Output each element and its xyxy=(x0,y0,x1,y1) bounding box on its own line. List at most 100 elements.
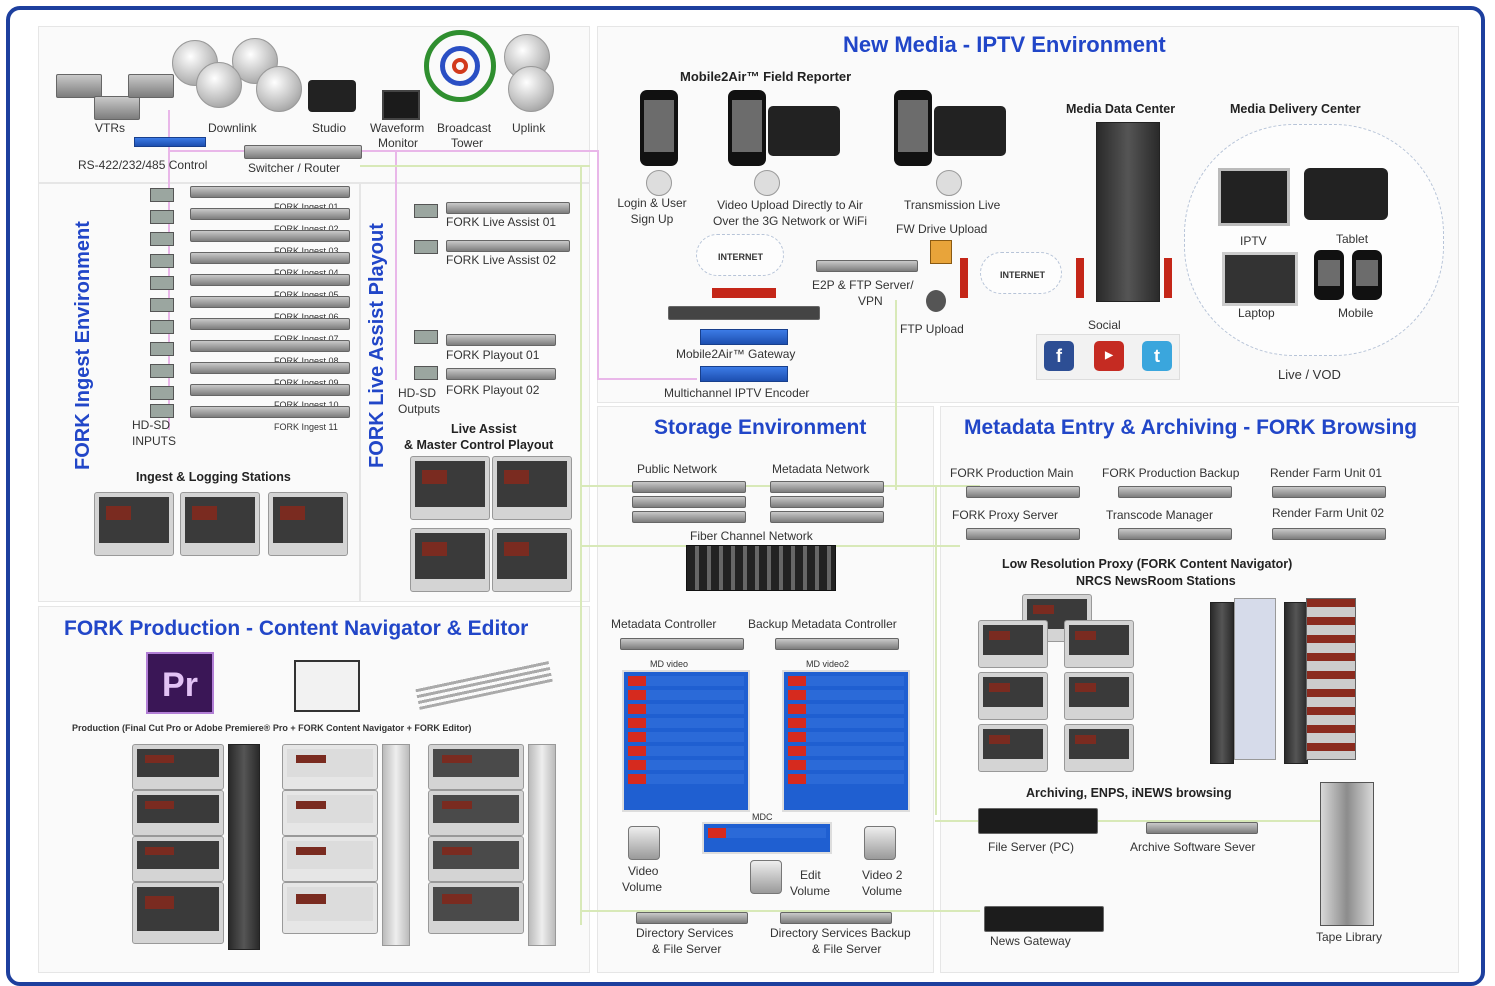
tower-label: Tower xyxy=(451,136,484,150)
ingest-input-icon xyxy=(150,210,174,224)
upload-label: Video Upload Directly to Air xyxy=(717,198,863,212)
delivery-cloud xyxy=(1184,124,1444,356)
playout-server xyxy=(446,368,556,380)
vtr-device xyxy=(128,74,174,98)
edit-volume-label: Edit xyxy=(800,868,821,882)
network-wire xyxy=(935,820,1335,822)
broadcast-tower-icon xyxy=(424,30,496,102)
nrcs-tower xyxy=(1210,602,1234,764)
fw-drive-icon xyxy=(930,240,952,264)
delivery-center-label: Media Delivery Center xyxy=(1230,102,1361,116)
network-switch xyxy=(668,306,820,320)
network-wire xyxy=(895,300,897,490)
edit-station-monitor xyxy=(282,744,378,790)
patch-wire xyxy=(168,110,170,430)
ingest-title: FORK Ingest Environment xyxy=(72,221,94,470)
tablet-label: Tablet xyxy=(1336,232,1369,246)
ingest-label: FORK Ingest 01 xyxy=(274,202,339,212)
nrcs-screen xyxy=(1234,598,1276,760)
internet-cloud-icon xyxy=(980,252,1062,294)
metadata-switch xyxy=(770,496,884,508)
mdc-label: MDC xyxy=(752,812,773,822)
live-assist-01-label: FORK Live Assist 01 xyxy=(446,215,557,229)
ingest-label: FORK Ingest 04 xyxy=(274,268,339,278)
firewall-icon xyxy=(1164,258,1172,298)
ingest-label: FORK Ingest 05 xyxy=(274,290,339,300)
uplink-dish-icon xyxy=(508,66,554,112)
twitter-icon: t xyxy=(1142,341,1172,371)
switcher-router xyxy=(244,145,362,159)
facebook-icon: f xyxy=(1044,341,1074,371)
e2p-label: VPN xyxy=(858,294,883,308)
edit-station-monitor xyxy=(132,744,224,790)
edit-volume-label: Volume xyxy=(790,884,831,898)
youtube-icon: ▶ xyxy=(1094,341,1124,371)
ingest-input-icon xyxy=(150,364,174,378)
directory-backup-label: Directory Services Backup xyxy=(770,926,911,940)
md-controller-label: Metadata Controller xyxy=(611,617,717,631)
archive-server-label: Archive Software Sever xyxy=(1130,840,1256,854)
e2p-label: E2P & FTP Server/ xyxy=(812,278,914,292)
ingest-server xyxy=(190,186,350,198)
studio-camera-icon xyxy=(308,80,356,112)
ingest-station-monitor xyxy=(268,492,348,556)
directory-label: & File Server xyxy=(652,942,722,956)
live-assist-02-label: FORK Live Assist 02 xyxy=(446,253,557,267)
internet-cloud-icon xyxy=(696,234,784,276)
file-server-label: File Server (PC) xyxy=(988,840,1075,854)
user-icon xyxy=(936,170,962,196)
phone-login-icon xyxy=(640,90,678,166)
patch-wire xyxy=(597,378,697,380)
edit-station-monitor xyxy=(132,790,224,836)
transmission-label: Transmission Live xyxy=(904,198,1001,212)
ingest-input-icon xyxy=(150,254,174,268)
ingest-input-icon xyxy=(150,342,174,356)
ingest-input-icon xyxy=(150,320,174,334)
satellite-dish-icon xyxy=(196,62,242,108)
phone-transmission-icon xyxy=(894,90,932,166)
ingest-server xyxy=(190,252,350,264)
ingest-label: FORK Ingest 10 xyxy=(274,400,339,410)
laptop-label: Laptop xyxy=(1238,306,1275,320)
studio-label: Studio xyxy=(312,121,347,135)
hdsd-inputs-label: HD-SD xyxy=(132,418,170,432)
live-assist-server xyxy=(446,240,570,252)
ingest-label: FORK Ingest 03 xyxy=(274,246,339,256)
network-wire xyxy=(580,910,980,912)
video-volume-label: Video xyxy=(628,864,659,878)
uplink-label: Uplink xyxy=(512,121,546,135)
vtrs-label: VTRs xyxy=(95,121,125,135)
proxy-station xyxy=(978,724,1048,772)
live-assist-server xyxy=(446,202,570,214)
mobile2air-gateway xyxy=(700,329,788,345)
monitor-label: Monitor xyxy=(378,136,419,150)
live-assist-master-label: Live Assist xyxy=(451,422,517,436)
production-title: FORK Production - Content Navigator & Ed… xyxy=(64,617,529,640)
vtr-device xyxy=(56,74,102,98)
login-label: Sign Up xyxy=(630,212,674,226)
playout-monitor xyxy=(410,528,490,592)
iptv-device-icon xyxy=(1218,168,1290,226)
render-01-server xyxy=(1272,486,1386,498)
ingest-input-icon xyxy=(150,404,174,418)
edit-station-tower xyxy=(228,744,260,950)
metadata-switch xyxy=(770,481,884,493)
playout-monitor xyxy=(492,528,572,592)
iptv-encoder xyxy=(700,366,788,382)
news-gateway-server xyxy=(984,906,1104,932)
render-01-label: Render Farm Unit 01 xyxy=(1270,466,1383,480)
playout-02-label: FORK Playout 02 xyxy=(446,383,540,397)
ingest-server xyxy=(190,362,350,374)
hdsd-outputs-label: Outputs xyxy=(398,402,441,416)
network-wire xyxy=(360,165,590,167)
ingest-label: FORK Ingest 07 xyxy=(274,334,339,344)
proxy-label: FORK Proxy Server xyxy=(952,508,1059,522)
tablet-device-icon xyxy=(1304,168,1388,220)
tape-library-icon xyxy=(1320,782,1374,926)
ingest-server xyxy=(190,318,350,330)
video2-volume-icon xyxy=(864,826,896,860)
ingest-input-icon xyxy=(150,188,174,202)
login-label: Login & User xyxy=(617,196,687,210)
directory-server xyxy=(636,912,748,924)
edit-station-tower xyxy=(382,744,410,946)
